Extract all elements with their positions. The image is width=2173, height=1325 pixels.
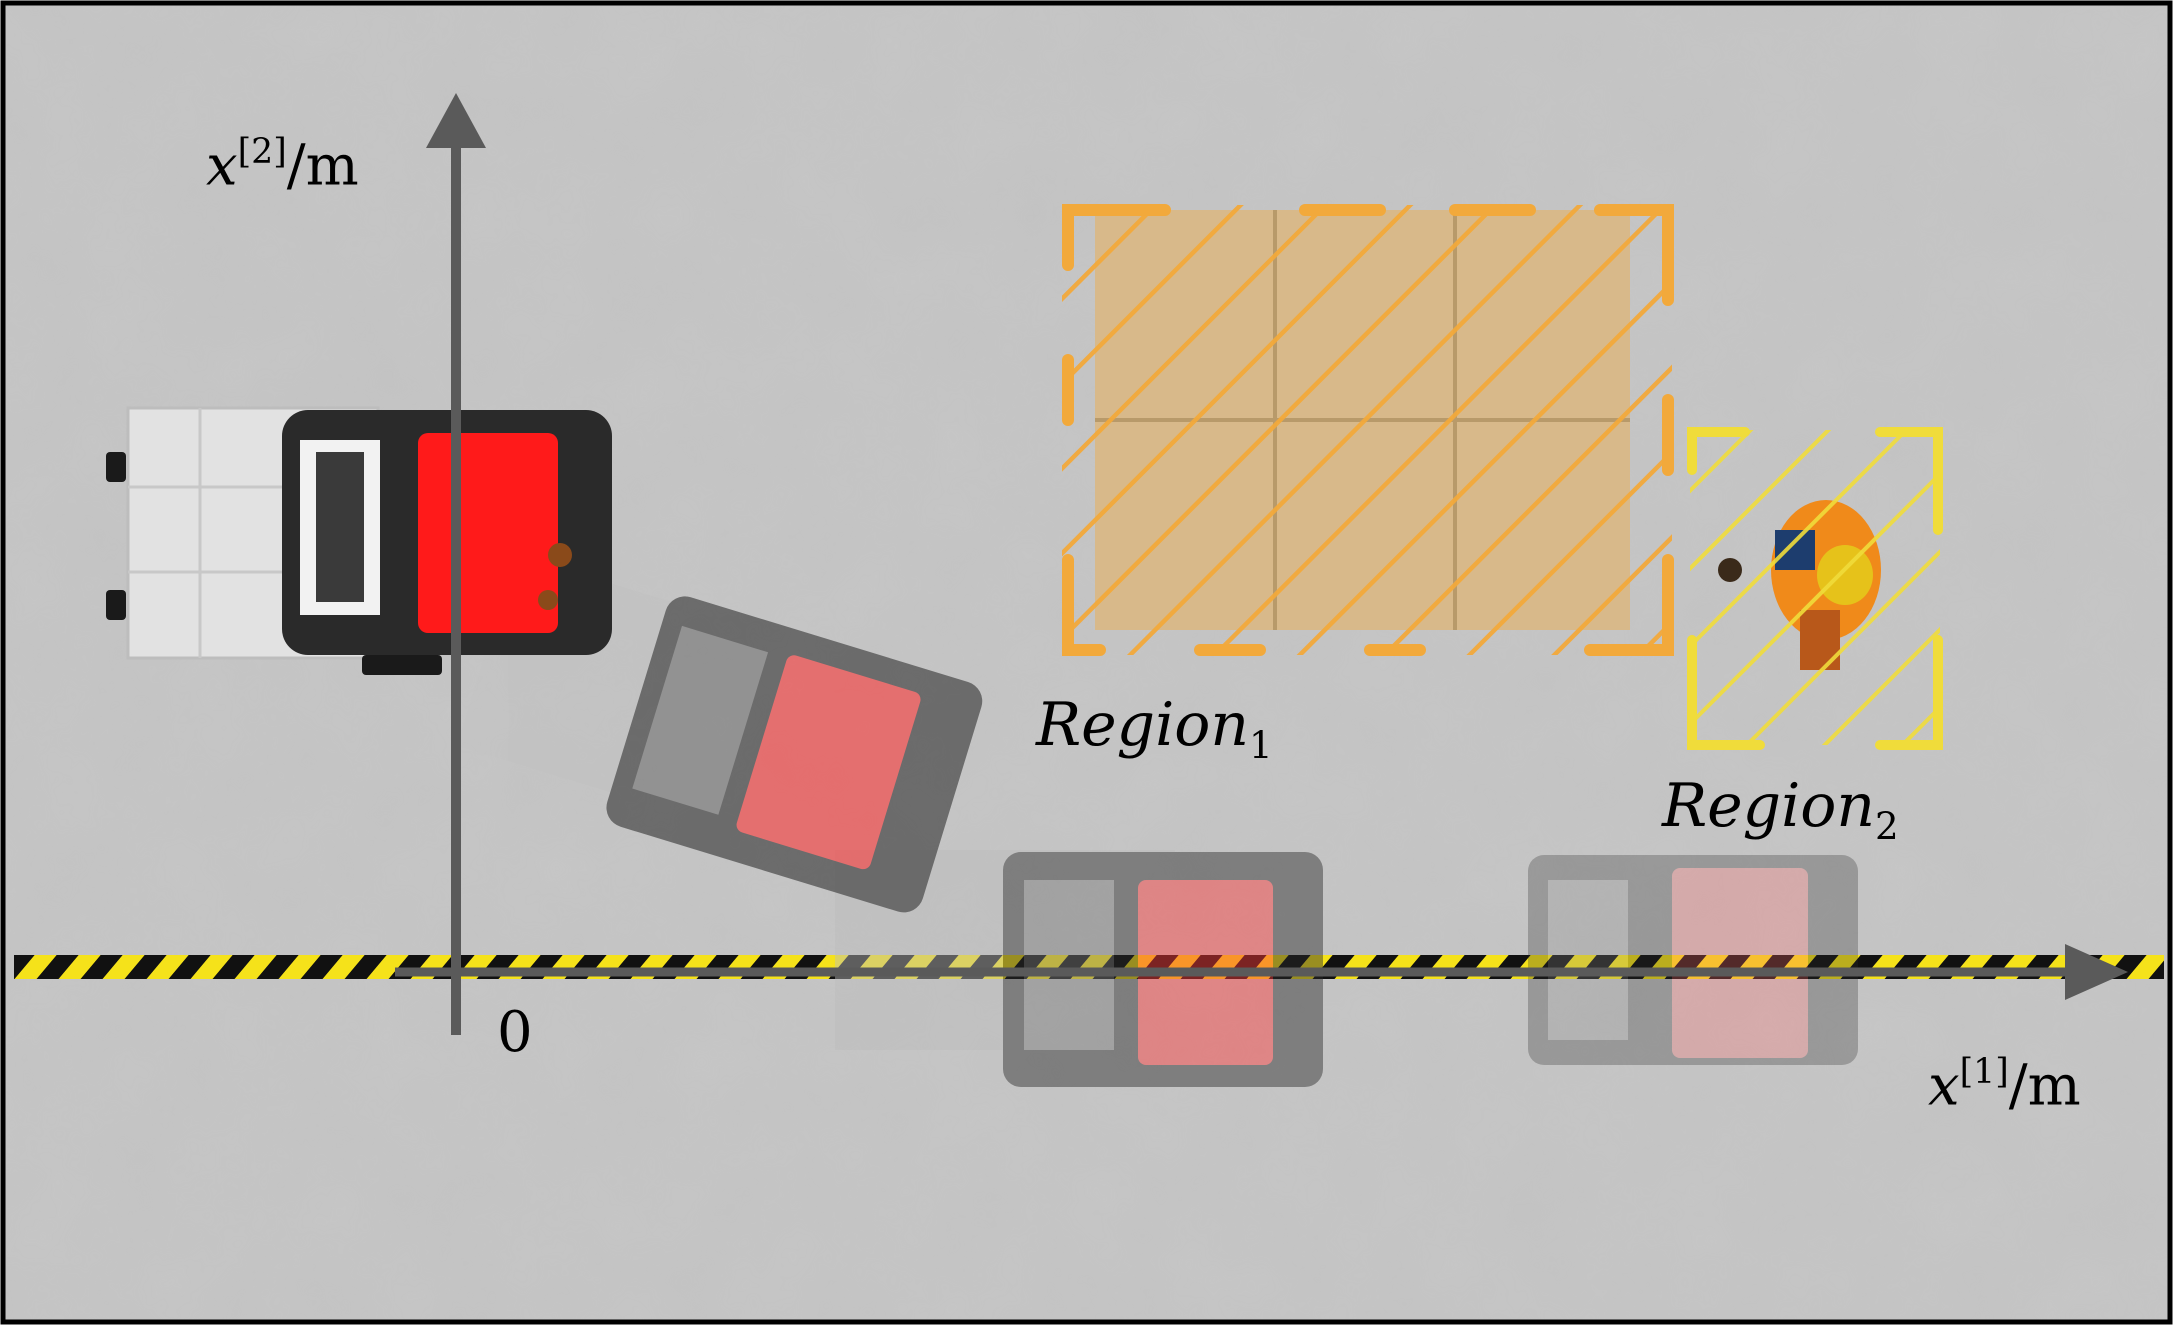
x1-unit: /m bbox=[2008, 1053, 2081, 1119]
origin-label: 0 bbox=[497, 1000, 533, 1065]
x1-axis-label: x[1]/m bbox=[1928, 1055, 2081, 1115]
region-2-sub: 2 bbox=[1875, 804, 1899, 849]
x2-symbol: x bbox=[206, 133, 238, 199]
x2-axis-label: x[2]/m bbox=[206, 135, 359, 195]
region-2-border bbox=[1687, 427, 1943, 750]
forklift-current bbox=[106, 406, 612, 675]
x2-index: [2] bbox=[237, 132, 287, 172]
x2-unit: /m bbox=[286, 133, 359, 199]
region-2-hatch bbox=[1690, 430, 1940, 745]
x1-index: [1] bbox=[1959, 1052, 2009, 1092]
region-1-border bbox=[1062, 204, 1674, 656]
region-1-hatch bbox=[1062, 205, 1672, 655]
region-1-name: Region bbox=[1036, 690, 1250, 760]
x2-axis bbox=[426, 93, 486, 1035]
forklift-ghost-3 bbox=[1528, 855, 1858, 1065]
forklift-ghost-2 bbox=[835, 850, 1323, 1087]
region-1-sub: 1 bbox=[1249, 723, 1273, 768]
x1-symbol: x bbox=[1928, 1053, 1960, 1119]
region-1-label: Region1 bbox=[1036, 695, 1273, 764]
region-2-name: Region bbox=[1662, 771, 1876, 841]
region-2-label: Region2 bbox=[1662, 776, 1899, 845]
x1-axis bbox=[395, 944, 2128, 1000]
